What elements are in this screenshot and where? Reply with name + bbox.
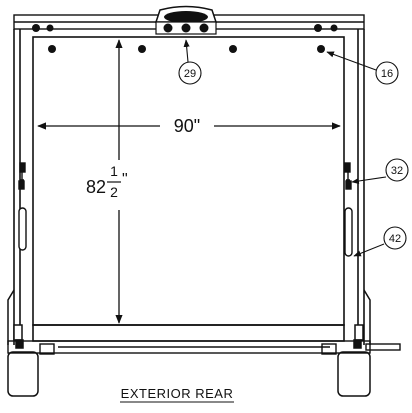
door-top-holes [48,45,325,53]
right-wheel [337,289,371,397]
callout-42: 42 [353,226,407,257]
height-label-whole: 82 [86,177,106,197]
callout-29-label: 29 [184,68,196,80]
width-label: 90" [174,116,200,136]
right-handle [344,207,353,257]
height-dimension: 82 1 2 " [86,39,128,324]
callout-16: 16 [326,51,399,85]
callout-32: 32 [351,158,409,185]
callout-29: 29 [178,39,202,85]
width-dimension: 90" [37,116,341,136]
height-label-unit: " [122,171,128,188]
drawing-caption: EXTERIOR REAR [120,386,234,403]
left-wheel [7,289,39,397]
callout-16-label: 16 [381,68,393,80]
step-bar [365,343,401,351]
top-center-light [154,5,218,35]
right-latch [344,162,352,190]
callout-32-label: 32 [391,165,403,177]
rear-bumper [7,340,371,355]
top-marker-lights [32,23,338,33]
height-label-denominator: 2 [110,184,118,200]
caption-text: EXTERIOR REAR [121,386,234,401]
left-handle [18,207,27,251]
callout-42-label: 42 [389,233,401,245]
height-label-numerator: 1 [110,163,118,179]
left-latch [18,162,26,190]
